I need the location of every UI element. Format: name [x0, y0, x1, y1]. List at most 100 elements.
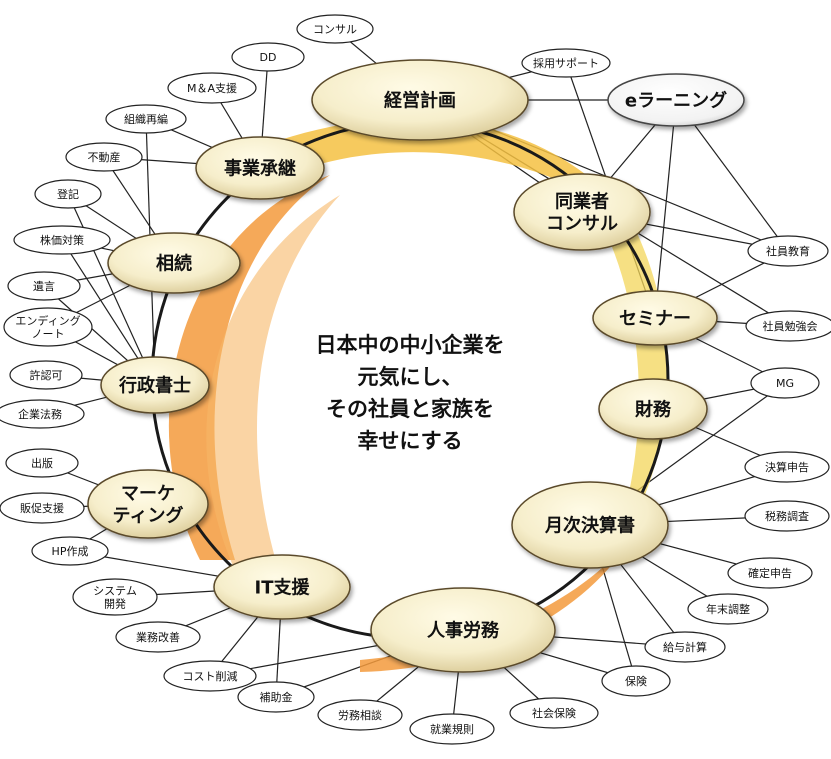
sub-node-consul: コンサル — [296, 14, 374, 44]
sub-node-shuppan-shape — [5, 448, 79, 478]
sub-node-mg-shape — [750, 367, 820, 399]
connector-gyosei-toki — [67, 193, 156, 386]
main-node-elearning: eラーニング — [607, 73, 745, 127]
sub-node-kyuyo-shape — [644, 631, 726, 663]
center-line-3: その社員と家族を — [326, 397, 494, 421]
sub-node-kyuyo-label: 給与計算 — [663, 640, 707, 654]
sub-node-kyoninka-label: 許認可 — [30, 368, 63, 382]
sub-node-kyoninka-shape — [9, 360, 83, 390]
sub-node-shakaihoken-shape — [509, 697, 599, 729]
sub-node-hansoku-label: 販促支援 — [20, 501, 64, 515]
connector-seminar-elearning — [654, 99, 677, 319]
main-node-marketing-shape — [87, 469, 209, 539]
sub-node-shakaihoken: 社会保険 — [509, 697, 599, 729]
sub-node-ma-label: M＆A支援 — [187, 81, 237, 95]
main-node-sozoku-label: 相続 — [156, 252, 192, 274]
main-node-elearning-shape — [607, 73, 745, 127]
sub-node-hojo-shape — [237, 681, 315, 713]
sub-node-hp-shape — [31, 536, 109, 566]
main-node-it: IT支援 — [213, 554, 351, 620]
sub-node-ending-label: ノート — [32, 327, 65, 340]
main-node-sozoku-shape — [107, 232, 241, 294]
sub-node-cost: コスト削減 — [163, 660, 257, 692]
sub-node-hojo: 補助金 — [237, 681, 315, 713]
main-node-gyosei-label: 行政書士 — [118, 374, 191, 396]
sub-node-romu: 労務相談 — [317, 699, 403, 731]
main-node-zaimu-label: 財務 — [635, 398, 672, 420]
sub-node-kyoninka: 許認可 — [9, 360, 83, 390]
sub-node-shugyo: 就業規則 — [409, 713, 495, 745]
sub-node-system-label: システム — [93, 584, 137, 597]
sub-node-zeimu-label: 税務調査 — [765, 509, 809, 523]
sub-node-ma-shape — [167, 72, 257, 104]
main-node-jinji-label: 人事労務 — [427, 619, 500, 641]
main-node-jigyo-label: 事業承継 — [224, 157, 296, 179]
sub-node-dd-shape — [231, 42, 305, 72]
sub-node-yuigon-shape — [7, 271, 81, 301]
sub-node-cost-shape — [163, 660, 257, 692]
sub-node-yuigon-label: 遺言 — [33, 279, 55, 293]
sub-node-kakutei-shape — [727, 557, 813, 589]
sub-node-soshiki-shape — [105, 104, 187, 134]
sub-node-kessan: 決算申告 — [744, 451, 830, 483]
sub-node-hp-label: HP作成 — [52, 545, 89, 558]
sub-node-mg-label: MG — [776, 377, 794, 390]
sub-node-kigyohomu-shape — [0, 399, 85, 429]
main-node-gyosei-shape — [100, 356, 210, 414]
sub-node-hoken: 保険 — [601, 665, 671, 697]
sub-node-ending-label: エンディング — [15, 313, 80, 327]
main-node-keiei-shape — [311, 59, 529, 141]
sub-node-kakutei-label: 確定申告 — [748, 566, 792, 580]
main-node-elearning-label: eラーニング — [625, 89, 727, 111]
sub-node-kabuka-label: 株価対策 — [40, 233, 84, 247]
sub-node-hojo-label: 補助金 — [260, 690, 293, 704]
sub-node-system-shape — [72, 578, 158, 616]
main-node-jinji: 人事労務 — [370, 587, 556, 673]
main-node-zaimu: 財務 — [598, 378, 708, 440]
sub-node-benkyokai-shape — [745, 310, 831, 342]
center-message: 日本中の中小企業を 元気にし、 その社員と家族を 幸せにする — [316, 333, 505, 453]
sub-node-kigyohomu-label: 企業法務 — [18, 407, 62, 421]
sub-node-fudosan: 不動産 — [65, 142, 143, 172]
main-node-keiei: 経営計画 — [311, 59, 529, 141]
sub-node-consul-shape — [296, 14, 374, 44]
main-node-marketing-label: ティング — [113, 504, 184, 526]
sub-node-nenmatsu-label: 年末調整 — [706, 602, 750, 616]
sub-node-shuppan-label: 出版 — [31, 456, 53, 470]
sub-node-ma: M＆A支援 — [167, 72, 257, 104]
sub-node-dd: DD — [231, 42, 305, 72]
sub-node-hoken-shape — [601, 665, 671, 697]
sub-node-soshiki-label: 組織再編 — [124, 112, 168, 126]
sub-node-saiyo-label: 採用サポート — [533, 56, 599, 70]
sub-node-zeimu: 税務調査 — [744, 500, 830, 532]
sub-node-soshiki: 組織再編 — [105, 104, 187, 134]
sub-node-kyoiku-shape — [747, 235, 829, 267]
sub-node-toki-label: 登記 — [57, 187, 79, 201]
main-node-jigyo: 事業承継 — [195, 136, 325, 200]
sub-node-nenmatsu-shape — [687, 593, 769, 625]
sub-node-gyomu-shape — [115, 621, 201, 653]
sub-node-fudosan-shape — [65, 142, 143, 172]
center-line-1: 日本中の中小企業を — [316, 333, 505, 357]
main-node-dogyo-label: コンサル — [546, 213, 618, 234]
sub-node-shugyo-shape — [409, 713, 495, 745]
sub-node-benkyokai: 社員勉強会 — [745, 310, 831, 342]
sub-node-saiyo: 採用サポート — [521, 48, 611, 78]
sub-node-kakutei: 確定申告 — [727, 557, 813, 589]
sub-node-toki-shape — [34, 179, 102, 209]
main-node-getsuji: 月次決算書 — [511, 481, 669, 569]
main-node-seminar: セミナー — [592, 290, 718, 346]
sub-node-kessan-shape — [744, 451, 830, 483]
sub-node-hansoku: 販促支援 — [0, 492, 85, 524]
sub-node-shugyo-label: 就業規則 — [430, 722, 474, 736]
sub-node-fudosan-label: 不動産 — [88, 150, 121, 164]
main-node-it-label: IT支援 — [255, 576, 311, 598]
main-node-gyosei: 行政書士 — [100, 356, 210, 414]
sub-node-yuigon: 遺言 — [7, 271, 81, 301]
